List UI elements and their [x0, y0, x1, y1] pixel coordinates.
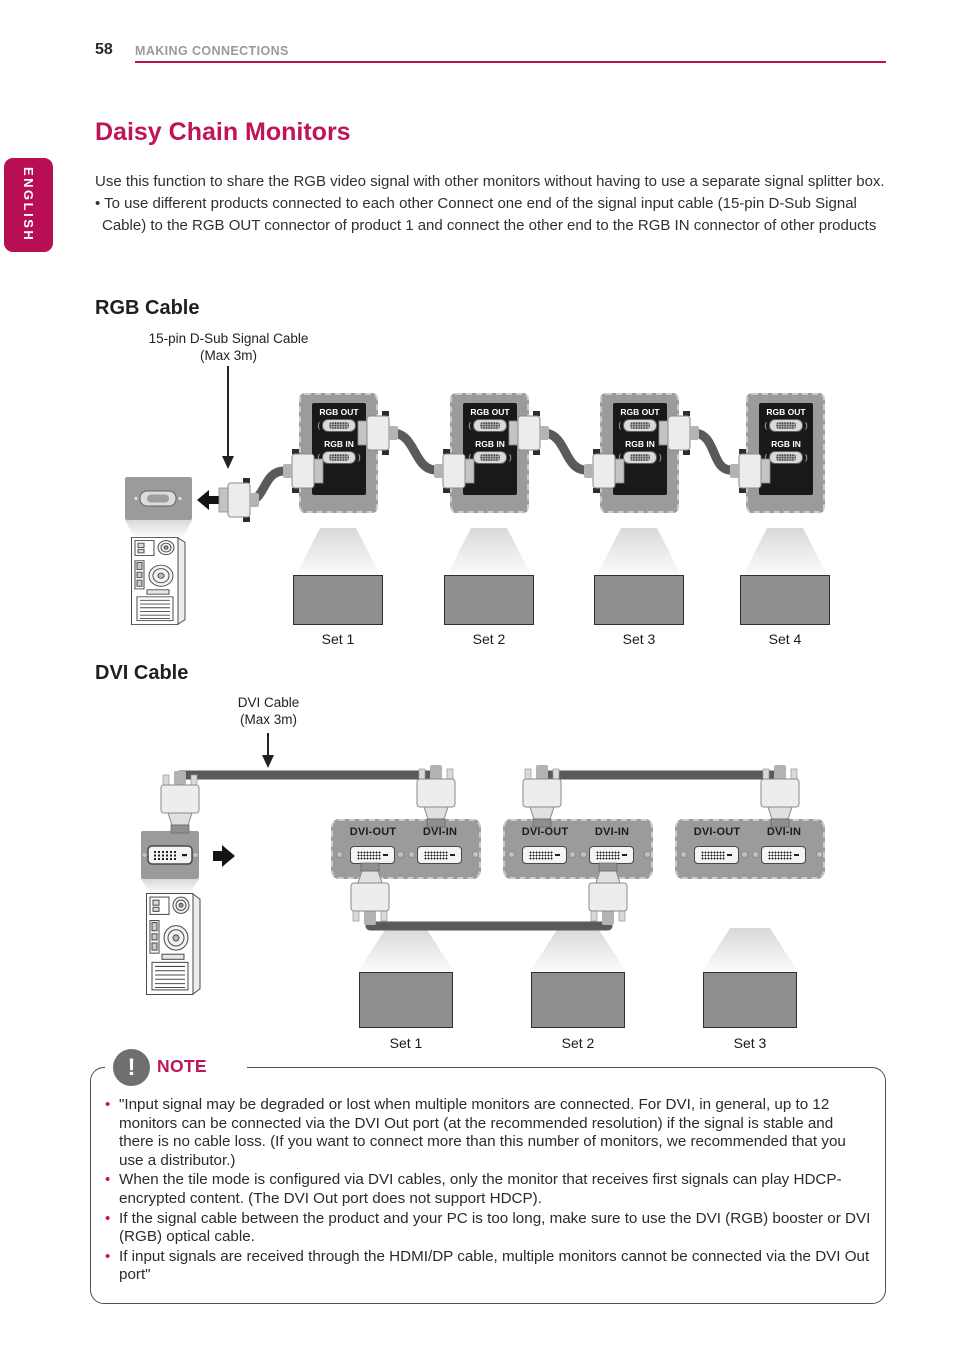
screw-icon — [741, 851, 748, 858]
screw-icon — [680, 851, 687, 858]
rgb-diagram: 15-pin D-Sub Signal Cable (Max 3m) RGB O… — [0, 330, 954, 652]
rgb-back-panel-3: RGB OUT () RGB IN () — [600, 393, 679, 513]
rgb-back-panel-4: RGB OUT () RGB IN () — [746, 393, 825, 513]
dvi-in-port — [417, 846, 462, 864]
intro-text: Use this function to share the RGB video… — [95, 171, 893, 237]
screw-icon — [336, 851, 343, 858]
dvi-cable-callout-line1: DVI Cable — [237, 695, 300, 710]
monitor-set3 — [703, 972, 797, 1028]
intro-bullet-paragraph: • To use different products connected to… — [95, 195, 877, 234]
rgb-out-port: () — [618, 419, 662, 432]
rgb-port-block: RGB OUT () RGB IN () — [312, 403, 366, 495]
rgb-cable-callout-line2: (Max 3m) — [200, 348, 257, 363]
set4-label: Set 4 — [768, 631, 802, 647]
screw-icon — [752, 851, 759, 858]
screw-icon — [397, 851, 404, 858]
dvi-out-port — [522, 846, 567, 864]
note-item: If input signals are received through th… — [105, 1248, 871, 1285]
monitor-set1 — [293, 575, 383, 625]
note-box: ! NOTE "Input signal may be degraded or … — [90, 1049, 886, 1304]
vga-port-icon — [473, 451, 507, 464]
intro-paragraph: Use this function to share the RGB video… — [95, 173, 885, 190]
page-number: 58 — [95, 41, 113, 58]
dvi-in-label: DVI-IN — [766, 826, 802, 838]
set3-label: Set 3 — [733, 1035, 767, 1051]
rgb-in-port: () — [618, 451, 662, 464]
rgb-in-port: () — [468, 451, 512, 464]
rgb-out-port: () — [468, 419, 512, 432]
rgb-in-label: RGB IN — [771, 439, 801, 449]
dvi-in-port — [589, 846, 634, 864]
vga-port-icon — [623, 451, 657, 464]
monitor-set1 — [359, 972, 453, 1028]
rgb-in-port: () — [317, 451, 361, 464]
screw-icon — [408, 851, 415, 858]
note-item: "Input signal may be degraded or lost wh… — [105, 1096, 871, 1170]
screw-icon — [580, 851, 587, 858]
note-title: NOTE — [157, 1056, 207, 1076]
vga-port-icon — [769, 419, 803, 432]
rgb-in-label: RGB IN — [475, 439, 505, 449]
rgb-back-panel-2: RGB OUT () RGB IN () — [450, 393, 529, 513]
screw-icon — [569, 851, 576, 858]
dvi-out-port — [350, 846, 395, 864]
rgb-in-label: RGB IN — [625, 439, 655, 449]
rgb-in-label: RGB IN — [324, 439, 354, 449]
note-list: "Input signal may be degraded or lost wh… — [105, 1096, 871, 1286]
vga-port-icon — [769, 451, 803, 464]
set1-label: Set 1 — [321, 631, 355, 647]
rgb-cable-callout-line1: 15-pin D-Sub Signal Cable — [148, 331, 309, 346]
set3-label: Set 3 — [622, 631, 656, 647]
rgb-out-label: RGB OUT — [620, 407, 660, 417]
note-item: When the tile mode is configured via DVI… — [105, 1171, 871, 1208]
note-border-patch — [105, 1065, 247, 1073]
rgb-out-label: RGB OUT — [470, 407, 510, 417]
language-tab: ENGLISH — [4, 158, 53, 252]
rgb-out-port: () — [764, 419, 808, 432]
dvi-diagram: DVI Cable (Max 3m) DVI-OUT DVI-IN DVI-OU… — [0, 693, 954, 1063]
monitor-set4 — [740, 575, 830, 625]
monitor-set2 — [531, 972, 625, 1028]
vga-port-icon — [322, 451, 356, 464]
dvi-cable-callout: DVI Cable (Max 3m) — [181, 694, 356, 728]
note-exclamation-icon: ! — [113, 1049, 150, 1086]
rgb-out-port: () — [317, 419, 361, 432]
rgb-section-heading: RGB Cable — [95, 297, 200, 319]
dvi-out-label: DVI-OUT — [521, 826, 569, 838]
dvi-cable-callout-line2: (Max 3m) — [240, 712, 297, 727]
section-header: MAKING CONNECTIONS — [135, 44, 289, 58]
dvi-out-port — [694, 846, 739, 864]
rgb-out-label: RGB OUT — [319, 407, 359, 417]
dvi-back-panel-2: DVI-OUT DVI-IN — [503, 819, 653, 879]
dvi-back-panel-3: DVI-OUT DVI-IN — [675, 819, 825, 879]
rgb-cable-callout: 15-pin D-Sub Signal Cable (Max 3m) — [121, 330, 336, 364]
monitor-set2 — [444, 575, 534, 625]
rgb-out-label: RGB OUT — [766, 407, 806, 417]
dvi-in-port — [761, 846, 806, 864]
monitor-set3 — [594, 575, 684, 625]
note-item: If the signal cable between the product … — [105, 1210, 871, 1247]
page-title: Daisy Chain Monitors — [95, 118, 351, 146]
dvi-out-label: DVI-OUT — [693, 826, 741, 838]
screw-icon — [816, 851, 823, 858]
dvi-section-heading: DVI Cable — [95, 662, 189, 684]
set2-label: Set 2 — [561, 1035, 595, 1051]
vga-port-icon — [473, 419, 507, 432]
vga-port-icon — [623, 419, 657, 432]
set1-label: Set 1 — [389, 1035, 423, 1051]
dvi-in-label: DVI-IN — [422, 826, 458, 838]
dvi-back-panel-1: DVI-OUT DVI-IN — [331, 819, 481, 879]
screw-icon — [472, 851, 479, 858]
rgb-in-port: () — [764, 451, 808, 464]
language-tab-label: ENGLISH — [21, 167, 36, 243]
dvi-in-label: DVI-IN — [594, 826, 630, 838]
set2-label: Set 2 — [472, 631, 506, 647]
header-divider — [135, 61, 886, 63]
vga-port-icon — [322, 419, 356, 432]
dvi-out-label: DVI-OUT — [349, 826, 397, 838]
screw-icon — [508, 851, 515, 858]
screw-icon — [644, 851, 651, 858]
rgb-back-panel-1: RGB OUT () RGB IN () — [299, 393, 378, 513]
